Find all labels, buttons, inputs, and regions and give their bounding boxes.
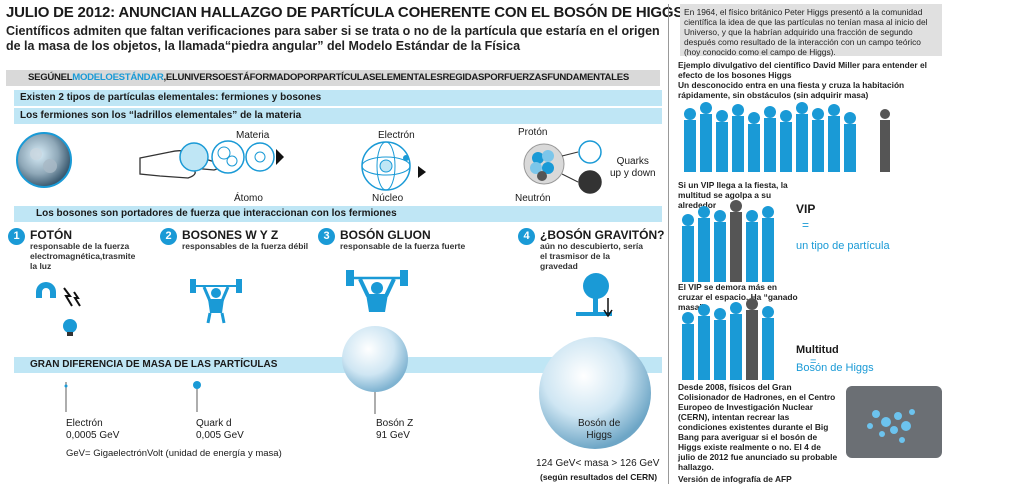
quark-dot-icon xyxy=(193,381,201,412)
boson-title-2: BOSONES W Y Z xyxy=(182,228,279,242)
crowd-3-icon xyxy=(682,298,774,380)
boson-desc-1: responsable de la fuerza electromagnétic… xyxy=(30,241,136,271)
atom-icon xyxy=(361,141,426,191)
weightlifter-small-icon xyxy=(190,279,242,324)
higgs-sphere-icon xyxy=(539,337,651,449)
standard-model-bar: SEGÚNELMODELOESTÁNDAR,ELUNIVERSOESTÁFORM… xyxy=(6,70,660,86)
crowd-1-icon xyxy=(684,102,890,172)
electron-dot-icon xyxy=(64,382,68,412)
mass-higgs: Bosón de Higgs xyxy=(578,418,621,441)
label-nucleo: Núcleo xyxy=(372,193,404,204)
boson-number-2: 2 xyxy=(160,228,177,245)
boson-number-4: 4 xyxy=(518,228,535,245)
crowd-2-icon xyxy=(682,200,774,282)
boson-title-3: BOSÓN GLUON xyxy=(340,228,431,242)
label-materia: Materia xyxy=(236,130,270,141)
boson-desc-2: responsables de la fuerza débil xyxy=(182,241,309,251)
boson-title-1: FOTÓN xyxy=(30,228,72,242)
atom-cluster-icon xyxy=(179,140,284,174)
boson-number-3: 3 xyxy=(318,228,335,245)
label-proton: Protón xyxy=(518,127,548,138)
gev-note: GeV= GigaelectrónVolt (unidad de energía… xyxy=(66,448,282,459)
boson-desc-3: responsable de la fuerza fuerte xyxy=(340,241,466,251)
magnet-bulb-icon xyxy=(36,282,81,336)
mass-bosonz: Bosón Z 91 GeV xyxy=(376,418,414,441)
side-example-1: Un desconocido entra en una fiesta y cru… xyxy=(678,80,905,100)
boson-number-1: 1 xyxy=(8,228,25,245)
label-electron: Electrón xyxy=(378,130,415,141)
side-multitud-eq: Bosón de Higgs xyxy=(796,362,874,374)
standard-pre-text: SEGÚNEL xyxy=(28,72,73,83)
two-types-bar: Existen 2 tipos de partículas elementale… xyxy=(14,90,662,106)
fermions-bar: Los fermiones son los “ladrillos element… xyxy=(14,108,662,124)
side-multitud: Multitud xyxy=(796,344,839,356)
column-divider xyxy=(668,4,669,484)
particle-collision-icon xyxy=(846,386,942,458)
side-multitud-eq-sign: = xyxy=(810,356,817,368)
bosonz-sphere-icon xyxy=(342,326,408,414)
side-vip-eq-sign: = xyxy=(802,218,810,232)
side-example-2: Si un VIP llega a la fiesta, la multitud… xyxy=(678,180,788,210)
mass-electron: Electrón 0,0005 GeV xyxy=(66,418,120,441)
label-quarks: Quarks up y down xyxy=(610,156,656,179)
side-example-3: El VIP se demora más en cruzar el espaci… xyxy=(678,282,798,312)
side-example-title: Ejemplo divulgativo del científico David… xyxy=(678,60,927,80)
side-intro: En 1964, el físico británico Peter Higgs… xyxy=(680,4,942,57)
earth-icon xyxy=(16,132,72,188)
side-vip-eq: un tipo de partícula xyxy=(796,240,890,252)
side-credit: Versión de infografía de AFP xyxy=(678,474,792,484)
boson-title-4: ¿BOSÓN GRAVITÓN? xyxy=(540,228,665,242)
page-title: JULIO DE 2012: ANUNCIAN HALLAZGO DE PART… xyxy=(6,4,684,21)
side-cern: Desde 2008, físicos del Gran Colisionado… xyxy=(678,382,838,472)
apple-tree-icon xyxy=(576,273,613,318)
mass-diff-bar: GRAN DIFERENCIA DE MASA DE LAS PARTÍCULA… xyxy=(14,357,662,373)
standard-highlight-text: MODELOESTÁNDAR xyxy=(72,72,164,83)
weightlifter-large-icon xyxy=(346,270,408,312)
side-vip: VIP xyxy=(796,202,816,216)
nucleus-icon xyxy=(523,140,602,194)
mass-higgs-source: (según resultados del CERN) xyxy=(540,472,658,482)
standard-post-text: ,ELUNIVERSOESTÁFORMADOPORPARTÍCULASELEME… xyxy=(163,72,630,83)
boson-desc-4: aún no descubierto, sería el trasmisor d… xyxy=(540,241,643,271)
mass-quark: Quark d 0,005 GeV xyxy=(196,418,244,441)
label-neutron: Neutrón xyxy=(515,193,551,204)
mass-higgs-range: 124 GeV< masa > 126 GeV xyxy=(536,458,660,469)
label-atomo: Átomo xyxy=(234,193,263,204)
page-subtitle: Científicos admiten que faltan verificac… xyxy=(6,24,660,53)
bosons-bar: Los bosones son portadores de fuerza que… xyxy=(14,206,662,222)
